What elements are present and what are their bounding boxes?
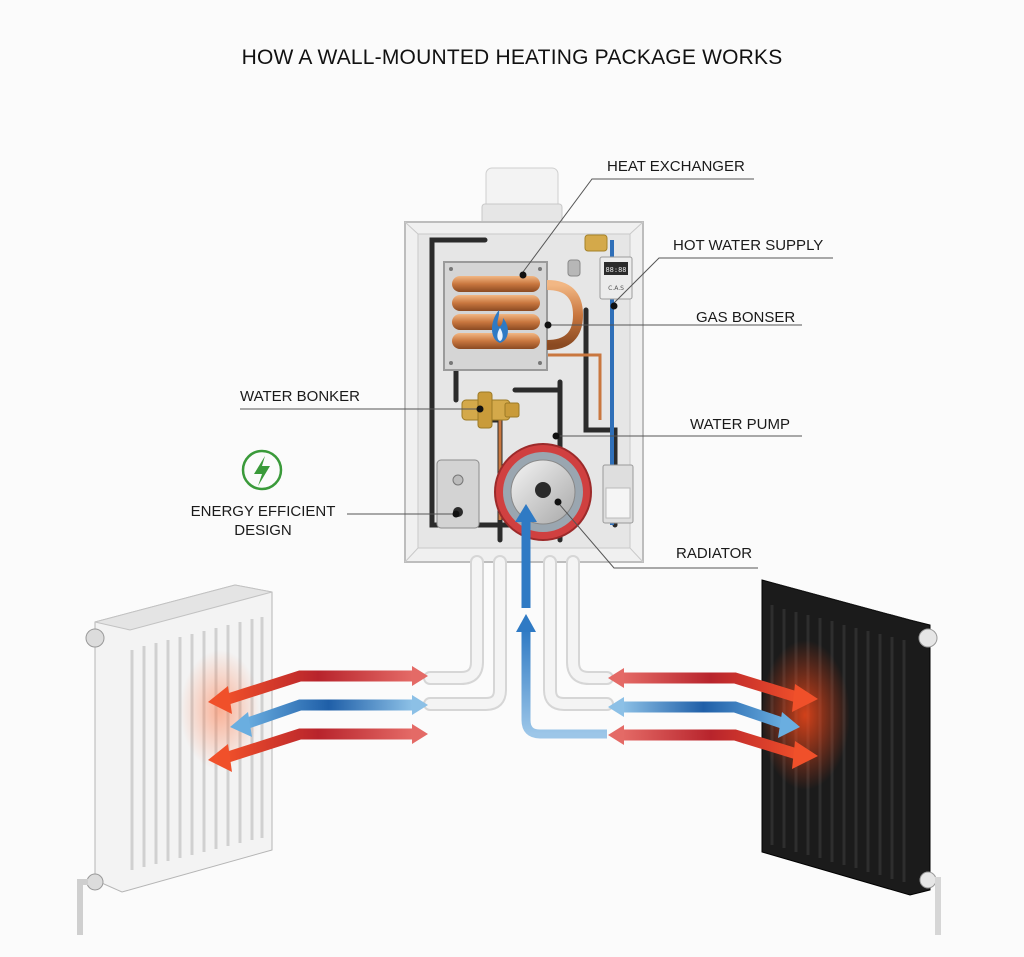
controller-box: 88:88 C.A.S (599, 256, 633, 300)
label-radiator: RADIATOR (676, 545, 753, 562)
electrical-box (602, 464, 634, 524)
leader-dots (452, 271, 618, 518)
label-energy-efficient-line2: DESIGN (234, 522, 292, 539)
diagram-title: HOW A WALL-MOUNTED HEATING PACKAGE WORKS (241, 46, 783, 69)
label-hot-water-supply: HOT WATER SUPPLY (673, 237, 824, 254)
radiator-right (760, 579, 941, 935)
water-valve (461, 391, 520, 429)
label-water-pump: WATER PUMP (690, 416, 790, 433)
label-heat-exchanger: HEAT EXCHANGER (607, 158, 745, 175)
controller-display: 88:88 (605, 266, 626, 274)
flue-cap (481, 167, 563, 225)
controller-label: C.A.S (608, 285, 624, 292)
lightning-bolt-icon (241, 449, 283, 491)
label-water-bonker: WATER BONKER (240, 388, 361, 405)
left-flow-arrows (208, 666, 428, 772)
outlet-pipes (423, 555, 614, 711)
label-gas-bonser: GAS BONSER (696, 309, 796, 326)
flame-icon (491, 310, 508, 343)
copper-line (542, 353, 602, 420)
radiator-left (77, 584, 273, 935)
brass-fitting (584, 234, 608, 252)
right-flow-arrows (608, 668, 818, 769)
label-energy-efficient-line1: ENERGY EFFICIENT (190, 503, 336, 520)
expansion-box (436, 459, 480, 529)
cold-return-arrow (515, 504, 607, 739)
leader-lines (240, 178, 833, 569)
water-pump (494, 443, 592, 541)
label-energy-efficient: ENERGY EFFICIENT DESIGN (187, 502, 339, 540)
